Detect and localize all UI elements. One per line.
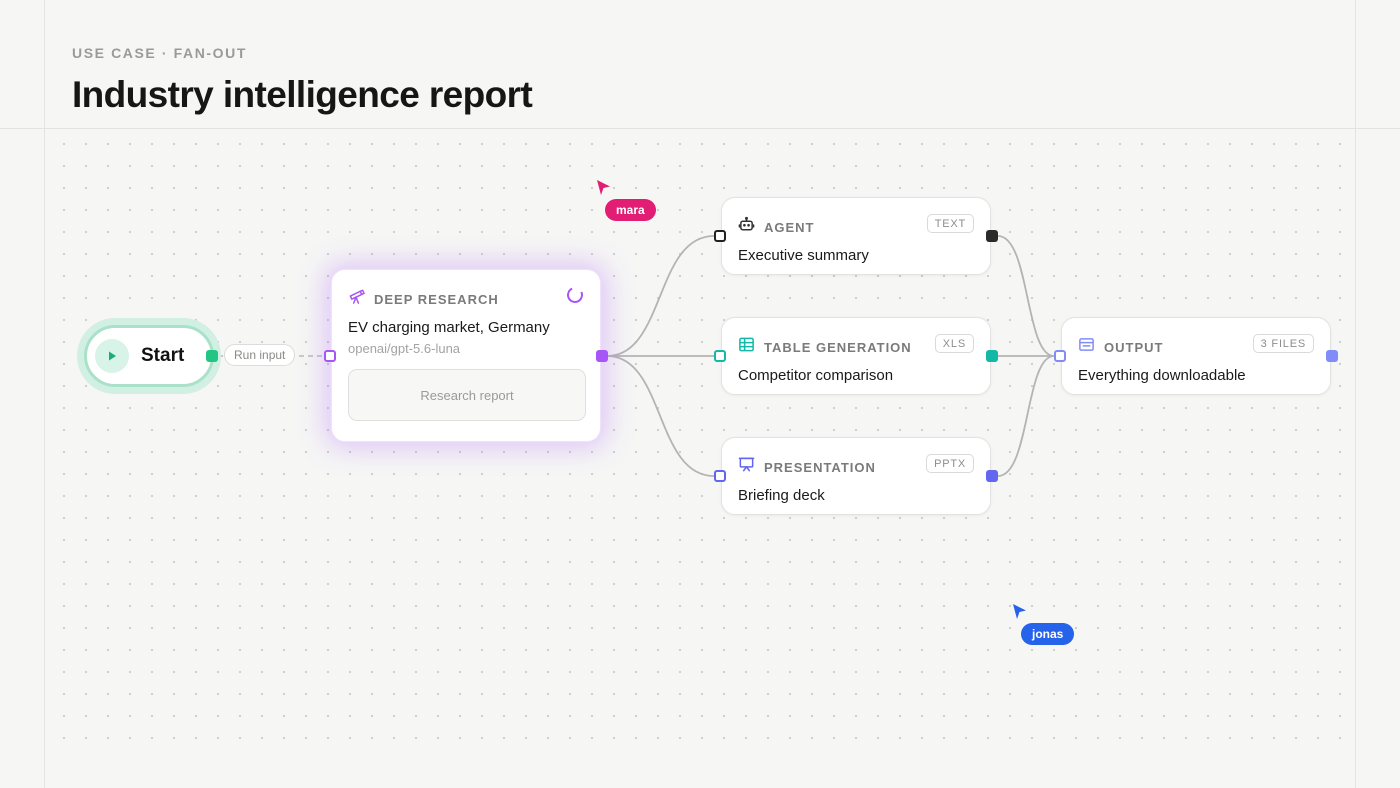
table-input-port[interactable]	[714, 350, 726, 362]
agent-title: Executive summary	[738, 247, 869, 264]
start-node[interactable]: Start	[84, 325, 214, 387]
deep-research-title: EV charging market, Germany	[348, 319, 550, 336]
presentation-title: Briefing deck	[738, 487, 825, 504]
output-files-badge: 3 FILES	[1252, 334, 1314, 353]
deep-research-output-port[interactable]	[596, 350, 608, 362]
agent-input-port[interactable]	[714, 230, 726, 242]
presentation-input-port[interactable]	[714, 470, 726, 482]
frame-left-rule	[44, 0, 45, 788]
agent-format-badge: TEXT	[926, 214, 974, 233]
collaborator-cursor-label: mara	[605, 199, 656, 221]
window-icon	[1078, 336, 1095, 358]
play-icon[interactable]	[95, 339, 129, 373]
presentation-node[interactable]: PRESENTATION PPTX Briefing deck	[721, 437, 991, 515]
table-generation-title: Competitor comparison	[738, 367, 894, 384]
deep-research-type-label: DEEP RESEARCH	[374, 291, 499, 307]
robot-icon	[738, 216, 755, 238]
cursor-arrow-icon	[1012, 603, 1028, 626]
loading-spinner-icon	[564, 284, 586, 306]
run-input-chip[interactable]: Run input	[224, 344, 296, 366]
output-output-port[interactable]	[1326, 350, 1338, 362]
start-output-port[interactable]	[206, 350, 218, 362]
agent-output-port[interactable]	[986, 230, 998, 242]
start-label: Start	[141, 345, 185, 366]
deep-research-model: openai/gpt-5.6-luna	[348, 341, 461, 356]
presentation-format-badge: PPTX	[926, 454, 974, 473]
frame-right-rule	[1355, 0, 1356, 788]
presentation-icon	[738, 456, 755, 478]
deep-research-input-port[interactable]	[324, 350, 336, 362]
output-node[interactable]: OUTPUT 3 FILES Everything downloadable	[1061, 317, 1331, 395]
table-output-port[interactable]	[986, 350, 998, 362]
presentation-type-label: PRESENTATION	[764, 459, 876, 475]
presentation-output-port[interactable]	[986, 470, 998, 482]
collaborator-cursor-label: jonas	[1021, 623, 1075, 645]
cursor-arrow-icon	[596, 179, 612, 202]
output-type-label: OUTPUT	[1104, 339, 1164, 355]
table-generation-node[interactable]: TABLE GENERATION XLS Competitor comparis…	[721, 317, 991, 395]
workflow-canvas[interactable]	[45, 129, 1355, 739]
research-report-output[interactable]: Research report	[348, 369, 586, 421]
table-generation-type-label: TABLE GENERATION	[764, 339, 912, 355]
output-input-port[interactable]	[1054, 350, 1066, 362]
agent-node[interactable]: AGENT TEXT Executive summary	[721, 197, 991, 275]
header-divider	[0, 128, 1400, 129]
table-icon	[738, 336, 755, 358]
telescope-icon	[348, 288, 365, 310]
agent-type-label: AGENT	[764, 219, 815, 235]
page-title: Industry intelligence report	[72, 74, 533, 115]
deep-research-node[interactable]: DEEP RESEARCH EV charging market, German…	[331, 269, 601, 442]
table-format-badge: XLS	[934, 334, 974, 353]
use-case-eyebrow: USE CASE · FAN-OUT	[72, 45, 248, 61]
output-title: Everything downloadable	[1078, 367, 1246, 384]
